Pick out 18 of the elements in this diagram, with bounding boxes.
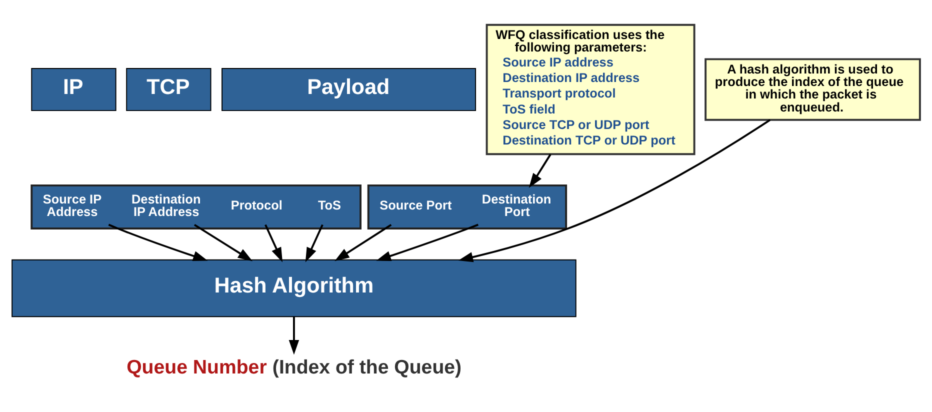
node-text: Protocol xyxy=(230,197,282,212)
cluster xyxy=(30,184,362,230)
node-box: Hash Algorithm xyxy=(12,259,576,318)
node-text: Queue Number (Index of the Queue) xyxy=(126,356,462,378)
node-box: A hash algorithm is used to produce the index of the queue in which the packet is enqueued. xyxy=(704,58,921,121)
node-text: Destination Port xyxy=(482,191,552,220)
node-box: TCP xyxy=(126,68,212,112)
arrow xyxy=(458,119,771,262)
node-box: WFQ classification uses the following parameters: Source IP address Destination IP address Transport protocol ToS field Source TCP or UDP port Destination TCP or UDP port xyxy=(486,24,696,156)
arrow xyxy=(288,316,300,355)
node-text: ToS xyxy=(318,197,342,212)
cluster xyxy=(367,184,568,230)
node-text: Destination IP Address xyxy=(131,191,201,220)
node-text: Source IP Address xyxy=(42,191,102,220)
node-box: IP xyxy=(31,68,116,112)
node-box: Payload xyxy=(222,68,476,112)
node-text: Source Port xyxy=(380,197,452,212)
arrow xyxy=(528,154,552,188)
